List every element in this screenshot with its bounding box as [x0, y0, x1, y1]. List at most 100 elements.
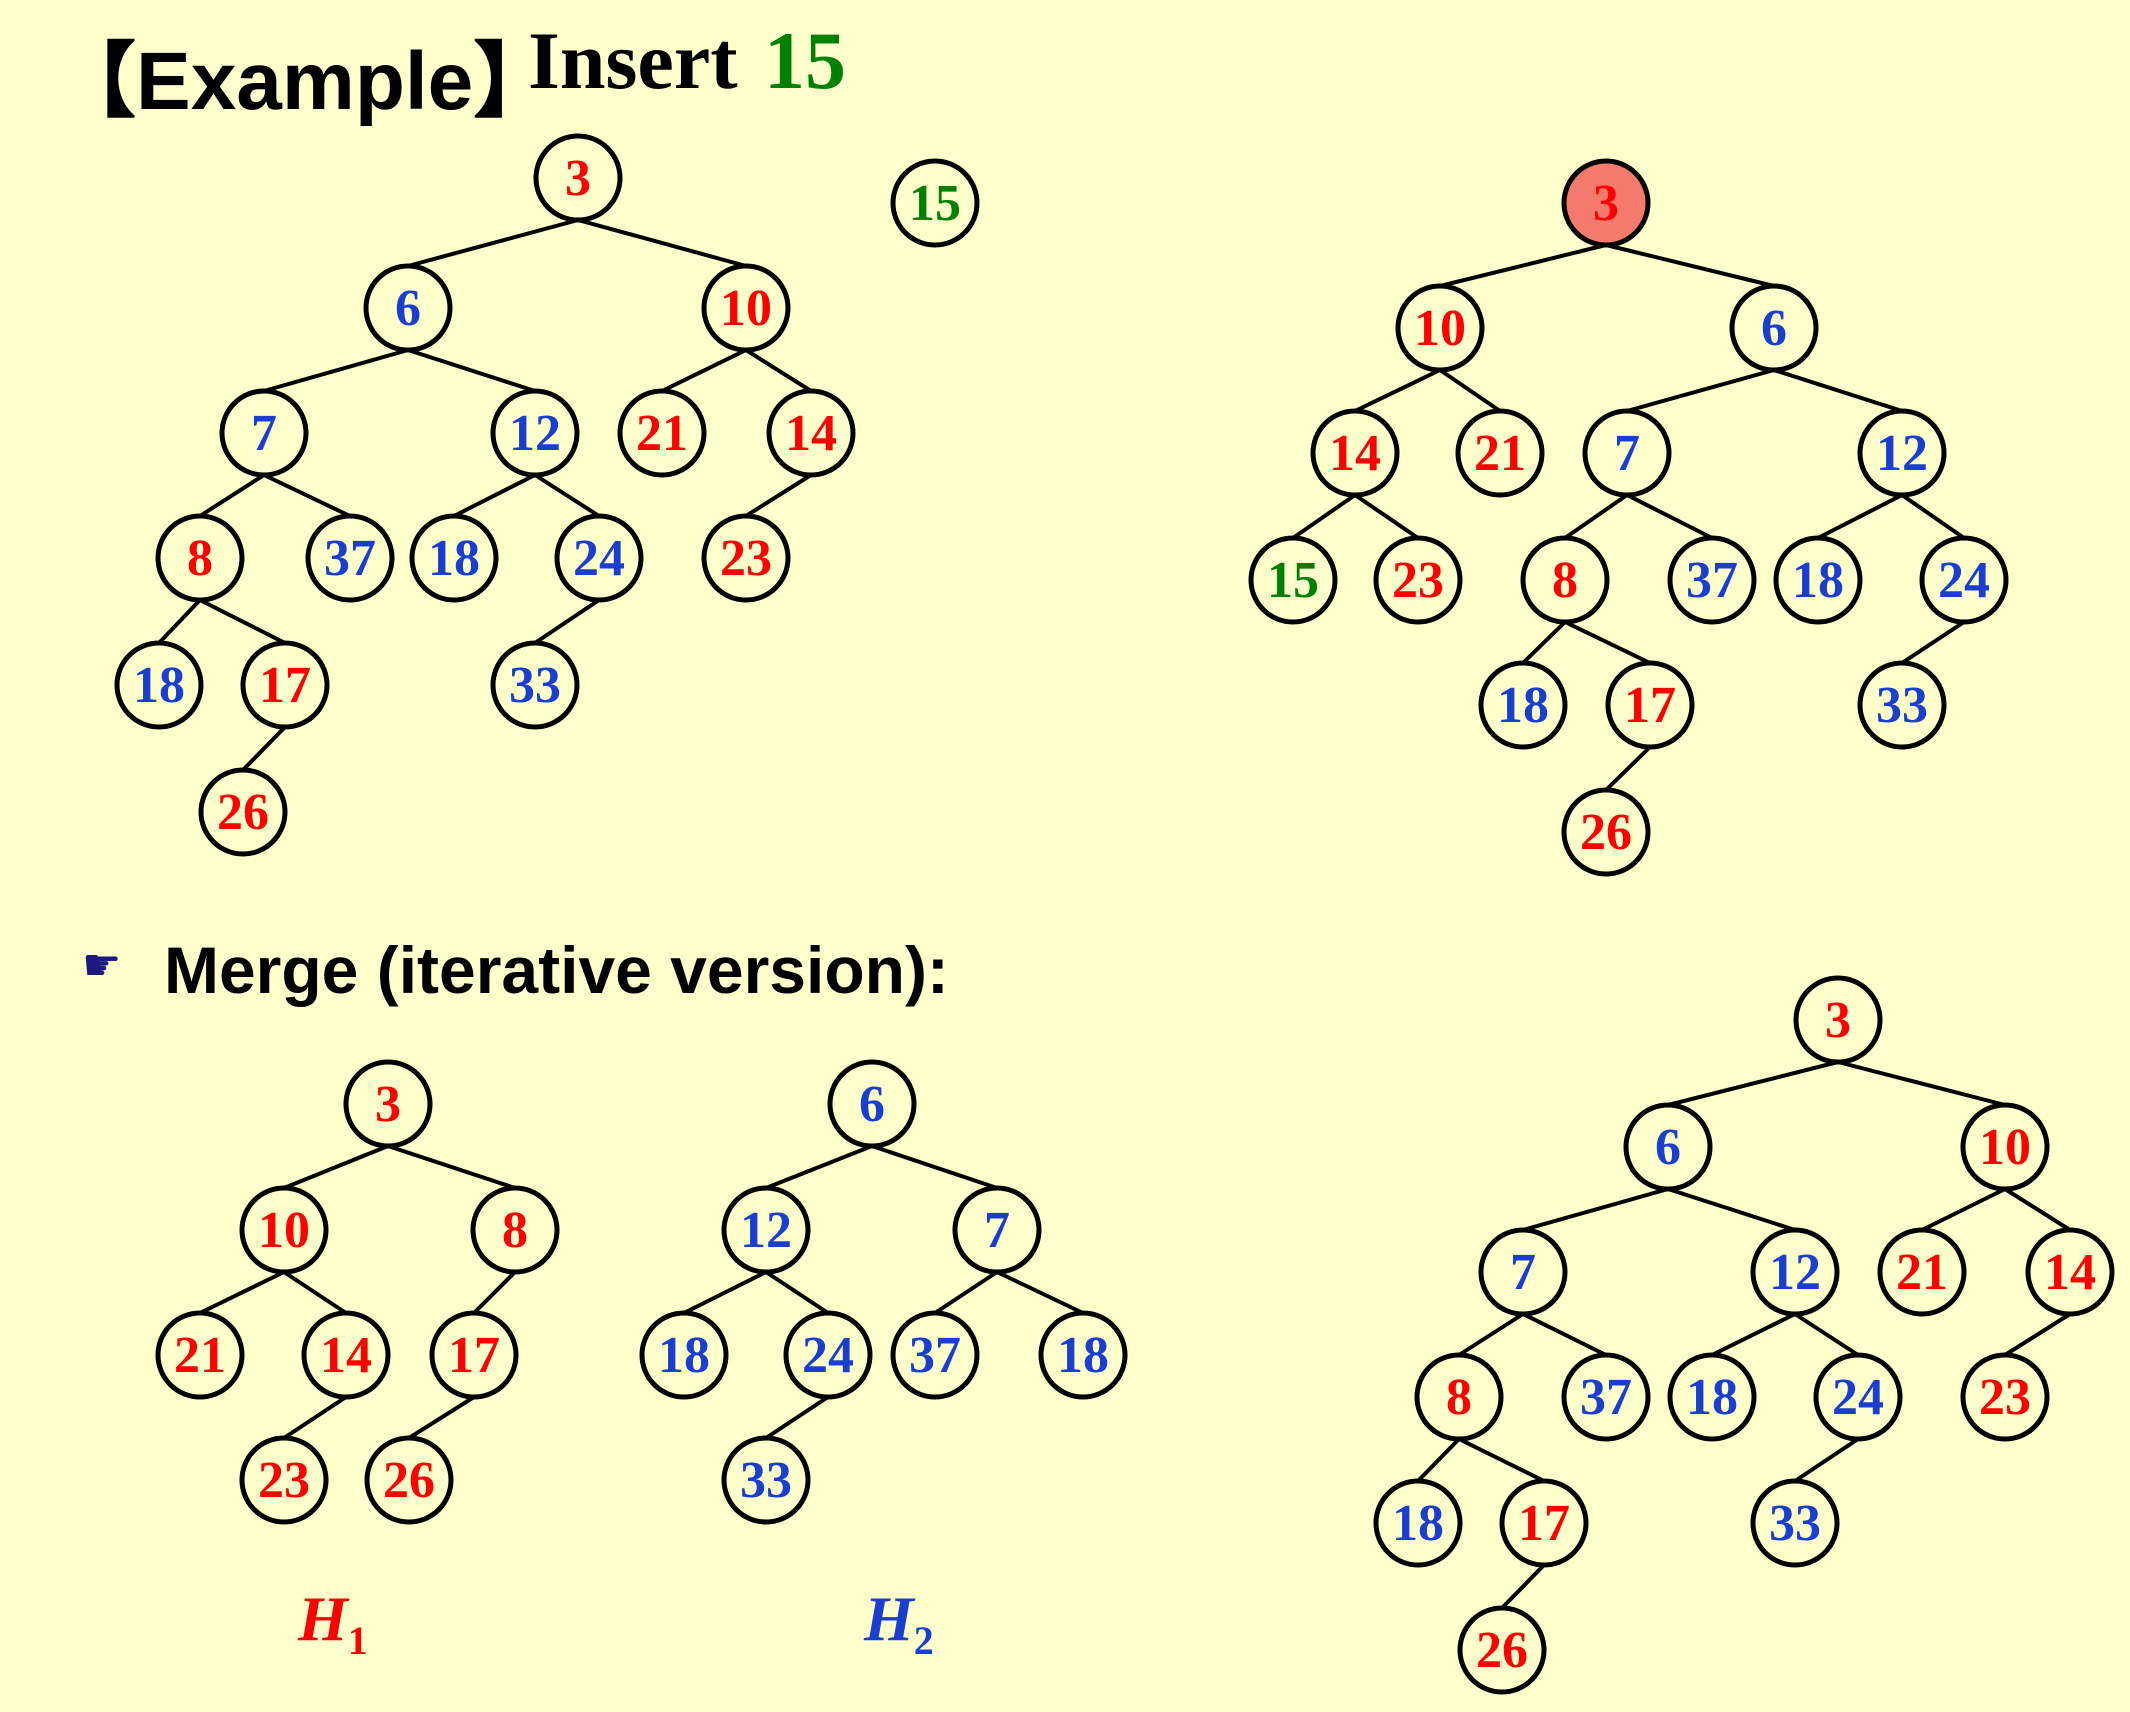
node-circle — [1960, 1352, 2050, 1442]
heap-node: 23 — [239, 1435, 329, 1525]
heap-node: 14 — [1310, 408, 1400, 498]
tree-edge — [1817, 493, 1903, 540]
heap-node: 10 — [701, 263, 791, 353]
heap-node: 7 — [1478, 1227, 1568, 1317]
heap-node: 14 — [766, 388, 856, 478]
node-label: 14 — [785, 405, 837, 462]
node-circle — [639, 1310, 729, 1400]
node-label: 24 — [802, 1327, 854, 1384]
node-label: 6 — [859, 1076, 885, 1133]
node-label: 7 — [251, 405, 277, 462]
heap-node: 8 — [470, 1185, 560, 1275]
node-label: 14 — [2044, 1244, 2096, 1301]
heap-node: 14 — [301, 1310, 391, 1400]
node-label: 18 — [658, 1327, 710, 1384]
h2-label: H2 — [864, 1582, 934, 1664]
tree-edge — [1793, 1312, 1860, 1357]
tree-edge — [387, 1144, 516, 1190]
heap-node: 33 — [1750, 1478, 1840, 1568]
h1-subscript: 1 — [347, 1617, 368, 1663]
heap-node: 24 — [1813, 1352, 1903, 1442]
node-label: 33 — [740, 1452, 792, 1509]
node-circle — [952, 1185, 1042, 1275]
node-label: 17 — [1624, 677, 1676, 734]
heap-node: 18 — [1667, 1352, 1757, 1442]
node-circle — [1582, 408, 1672, 498]
tree-edge — [1564, 620, 1651, 665]
heap-node: 12 — [721, 1185, 811, 1275]
node-circle — [1605, 660, 1695, 750]
node-label: 3 — [375, 1076, 401, 1133]
tree-edge — [533, 598, 601, 645]
node-label: 8 — [1446, 1369, 1472, 1426]
tree-edge — [263, 348, 409, 393]
node-label: 37 — [909, 1327, 961, 1384]
node-circle — [617, 388, 707, 478]
heap-node: 17 — [1605, 660, 1695, 750]
tree-edge — [1500, 1563, 1546, 1610]
node-label: 3 — [565, 150, 591, 207]
node-label: 18 — [133, 657, 185, 714]
heap-node: 3 — [343, 1059, 433, 1149]
node-circle — [1499, 1478, 1589, 1568]
insert-value: 15 — [764, 15, 846, 106]
tree-edge — [744, 473, 813, 518]
node-circle — [240, 640, 330, 730]
node-circle — [1038, 1310, 1128, 1400]
heap-node: 10 — [1960, 1102, 2050, 1192]
heap-node: 21 — [617, 388, 707, 478]
heap-node: 3 — [1793, 975, 1883, 1065]
tree-edge — [2003, 1187, 2072, 1232]
node-label: 33 — [509, 657, 561, 714]
node-circle — [1310, 408, 1400, 498]
heap-node: 21 — [155, 1310, 245, 1400]
heap-node: 24 — [1919, 535, 2009, 625]
node-circle — [239, 1185, 329, 1275]
tree-edge — [661, 348, 747, 393]
tree-edge — [1439, 243, 1607, 288]
heap-node: 7 — [952, 1185, 1042, 1275]
tree-edge — [764, 1270, 830, 1315]
node-circle — [2025, 1227, 2115, 1317]
tree-edge — [1522, 1187, 1669, 1232]
tree-edge — [683, 1270, 767, 1315]
node-circle — [1773, 535, 1863, 625]
heap-node: 15 — [1248, 535, 1338, 625]
heap-node: 3 — [533, 133, 623, 223]
tree-edge — [199, 1270, 285, 1315]
node-label: 8 — [502, 1202, 528, 1259]
heap-node: 6 — [363, 263, 453, 353]
node-label: 8 — [1552, 552, 1578, 609]
node-circle — [1395, 283, 1485, 373]
tree-edge — [933, 1270, 999, 1315]
tree-edge — [282, 1270, 348, 1315]
tree-edge — [1900, 493, 1966, 540]
node-circle — [1455, 408, 1545, 498]
node-circle — [409, 513, 499, 603]
node-label: 3 — [1593, 175, 1619, 232]
node-circle — [1729, 283, 1819, 373]
heap-node: 37 — [1561, 1352, 1651, 1442]
node-circle — [890, 158, 980, 248]
node-circle — [721, 1435, 811, 1525]
tree-edge — [1521, 620, 1567, 665]
node-circle — [429, 1310, 519, 1400]
heap-node: 12 — [1857, 408, 1947, 498]
node-circle — [363, 263, 453, 353]
heap-node: 8 — [1520, 535, 1610, 625]
node-circle — [490, 388, 580, 478]
heap-node: 7 — [219, 388, 309, 478]
node-label: 18 — [1792, 552, 1844, 609]
tree-edge — [157, 598, 202, 645]
node-label: 15 — [1267, 552, 1319, 609]
insert-title: Insert — [528, 15, 738, 106]
node-circle — [890, 1310, 980, 1400]
node-label: 26 — [217, 784, 269, 841]
tree-edge — [472, 1270, 517, 1315]
heap-node: 18 — [639, 1310, 729, 1400]
node-label: 12 — [1769, 1244, 1821, 1301]
tree-edge — [241, 725, 287, 772]
heap-node: 26 — [198, 767, 288, 857]
